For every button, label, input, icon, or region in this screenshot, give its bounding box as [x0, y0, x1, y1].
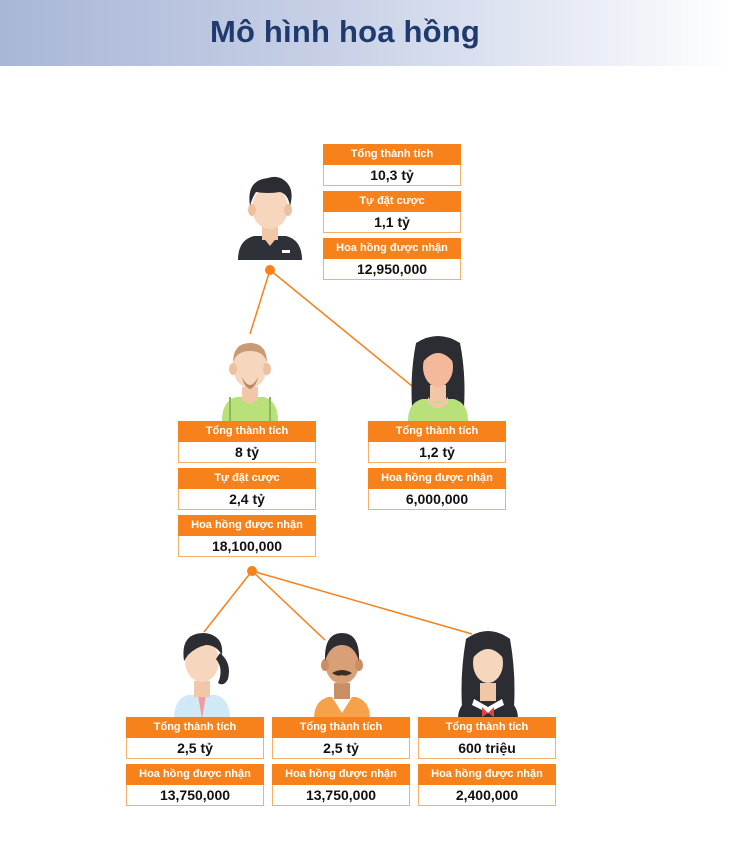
commission-value: 12,950,000: [323, 259, 461, 280]
avatar-bottom-2-man: [314, 633, 370, 719]
link-top-to-mid-right: [269, 269, 413, 387]
total-value: 2,5 tỷ: [272, 738, 410, 759]
info-box-bottom-1: Tổng thành tích 2,5 tỷ Hoa hồng được nhậ…: [126, 717, 264, 806]
commission-label: Hoa hồng được nhận: [178, 515, 316, 536]
info-box-mid-left: Tổng thành tích 8 tỷ Tự đặt cược 2,4 tỷ …: [178, 421, 316, 557]
total-label: Tổng thành tích: [368, 421, 506, 442]
commission-label: Hoa hồng được nhận: [126, 764, 264, 785]
commission-value: 13,750,000: [272, 785, 410, 806]
info-box-top: Tổng thành tích 10,3 tỷ Tự đặt cược 1,1 …: [323, 144, 461, 280]
page-title: Mô hình hoa hồng: [209, 14, 481, 49]
info-box-mid-right: Tổng thành tích 1,2 tỷ Hoa hồng được nhậ…: [368, 421, 506, 510]
info-box-bottom-3: Tổng thành tích 600 triệu Hoa hồng được …: [418, 717, 556, 806]
commission-label: Hoa hồng được nhận: [418, 764, 556, 785]
link-top-to-mid-left: [249, 269, 271, 335]
avatar-top-man: [238, 176, 302, 260]
commission-value: 18,100,000: [178, 536, 316, 557]
commission-label: Hoa hồng được nhận: [323, 238, 461, 259]
link-mid-to-bottom-1: [203, 570, 253, 633]
junction-dot-top: [265, 265, 275, 275]
total-label: Tổng thành tích: [323, 144, 461, 165]
junction-dot-mid: [247, 566, 257, 576]
total-label: Tổng thành tích: [272, 717, 410, 738]
total-label: Tổng thành tích: [126, 717, 264, 738]
total-label: Tổng thành tích: [178, 421, 316, 442]
self-bet-label: Tự đặt cược: [178, 468, 316, 489]
total-value: 600 triệu: [418, 738, 556, 759]
commission-value: 2,400,000: [418, 785, 556, 806]
total-label: Tổng thành tích: [418, 717, 556, 738]
info-box-bottom-2: Tổng thành tích 2,5 tỷ Hoa hồng được nhậ…: [272, 717, 410, 806]
avatar-mid-left-man: [222, 343, 278, 421]
self-bet-label: Tự đặt cược: [323, 191, 461, 212]
total-value: 1,2 tỷ: [368, 442, 506, 463]
commission-value: 6,000,000: [368, 489, 506, 510]
self-bet-value: 1,1 tỷ: [323, 212, 461, 233]
commission-value: 13,750,000: [126, 785, 264, 806]
total-value: 10,3 tỷ: [323, 165, 461, 186]
avatar-bottom-1-woman: [174, 633, 230, 719]
total-value: 2,5 tỷ: [126, 738, 264, 759]
avatar-bottom-3-woman: [458, 631, 518, 719]
link-mid-to-bottom-2: [251, 570, 326, 641]
total-value: 8 tỷ: [178, 442, 316, 463]
self-bet-value: 2,4 tỷ: [178, 489, 316, 510]
link-mid-to-bottom-3: [251, 570, 473, 635]
title-banner: Mô hình hoa hồng: [0, 0, 732, 66]
avatar-mid-right-woman: [408, 336, 468, 421]
commission-label: Hoa hồng được nhận: [368, 468, 506, 489]
commission-label: Hoa hồng được nhận: [272, 764, 410, 785]
